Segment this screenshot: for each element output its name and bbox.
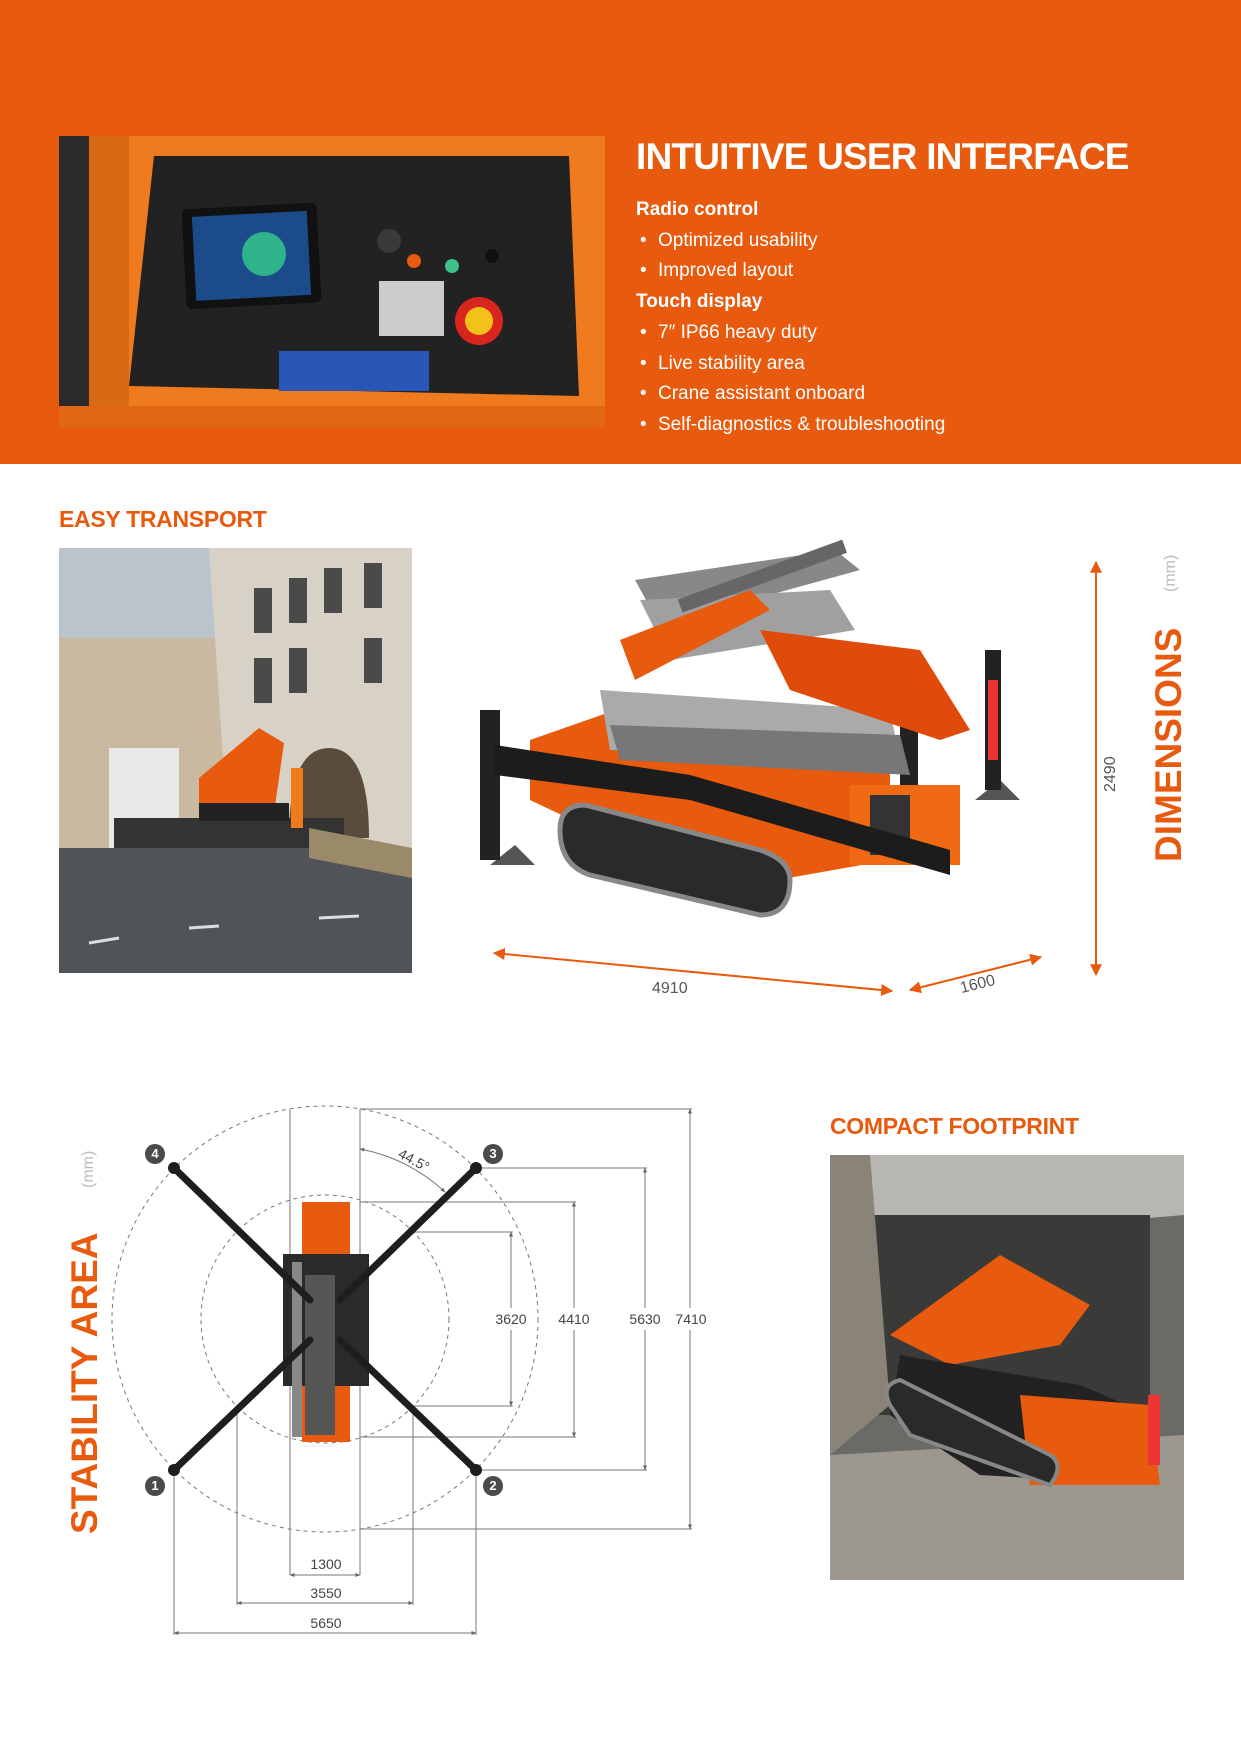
machine-illustration	[480, 539, 1020, 918]
feature-item: Self-diagnostics & troubleshooting	[636, 410, 945, 441]
dim-4410: 4410	[558, 1311, 590, 1327]
feature-item: 7″ IP66 heavy duty	[636, 318, 945, 349]
dim-3620: 3620	[495, 1311, 527, 1327]
length-dimension: 4910	[652, 980, 688, 997]
feature-item: Live stability area	[636, 349, 945, 380]
dim-5630: 5630	[629, 1311, 661, 1327]
dim-7410: 7410	[675, 1311, 707, 1327]
group-label-radio-control: Radio control	[636, 199, 759, 220]
transport-photo	[59, 548, 412, 973]
dim-5650: 5650	[310, 1615, 342, 1631]
outrigger-badge-3: 3	[483, 1144, 503, 1164]
feature-item: Crane assistant onboard	[636, 379, 945, 410]
length-arrow	[492, 948, 894, 996]
dimensions-heading: DIMENSIONS	[1148, 627, 1189, 862]
feature-item: Optimized usability	[636, 226, 945, 257]
stability-unit: (mm)	[80, 1150, 97, 1188]
compact-footprint-photo	[830, 1155, 1184, 1580]
outrigger-badge-2: 2	[483, 1476, 503, 1496]
stability-area-heading: STABILITY AREA	[64, 1232, 105, 1535]
group-label-touch-display: Touch display	[636, 291, 763, 313]
control-panel-photo	[59, 136, 605, 427]
height-dimension: 2490	[1102, 756, 1119, 792]
dimensions-unit: (mm)	[1162, 554, 1179, 592]
stability-diagram	[111, 1105, 692, 1635]
dim-1300: 1300	[310, 1556, 342, 1572]
easy-transport-heading: EASY TRANSPORT	[59, 506, 267, 532]
page-title: INTUITIVE USER INTERFACE	[636, 136, 1129, 177]
outrigger-badge-1: 1	[145, 1476, 165, 1496]
feature-item: Improved layout	[636, 256, 945, 287]
compact-footprint-heading: COMPACT FOOTPRINT	[830, 1113, 1079, 1139]
outrigger-badge-4: 4	[145, 1144, 165, 1164]
outrigger-legs	[170, 1164, 480, 1474]
dim-3550: 3550	[310, 1585, 342, 1601]
width-arrow	[908, 953, 1043, 994]
feature-list: Radio control Optimized usability Improv…	[636, 195, 945, 441]
